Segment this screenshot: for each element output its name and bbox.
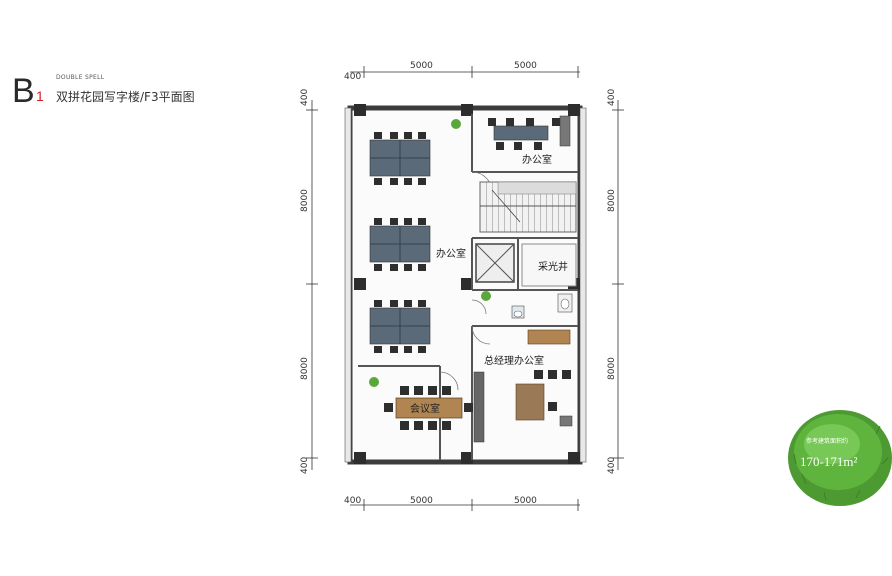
staircase xyxy=(479,181,577,233)
area-badge xyxy=(788,410,892,506)
workstation-cluster-1 xyxy=(369,132,431,185)
plan-title: 双拼花园写字楼/F3平面图 xyxy=(56,90,195,104)
dim-right-400-bottom: 400 xyxy=(607,457,617,474)
dim-left-400-bottom: 400 xyxy=(300,457,310,474)
dim-right-8000-top: 8000 xyxy=(607,189,617,212)
title-letter: B xyxy=(12,72,35,110)
dim-bottom-400: 400 xyxy=(344,496,361,506)
toilet xyxy=(511,293,573,319)
structural-columns xyxy=(354,104,580,464)
workstation-cluster-2 xyxy=(369,218,431,271)
meeting-room-furniture xyxy=(384,386,473,430)
title-subscript: 1 xyxy=(36,88,44,104)
dim-bottom-5000-a: 5000 xyxy=(410,496,433,506)
potted-plants xyxy=(369,119,491,387)
area-badge-value: 170-171m² xyxy=(800,454,858,469)
room-label-gm-office: 总经理办公室 xyxy=(484,354,544,367)
dim-right-8000-bottom: 8000 xyxy=(607,357,617,380)
area-badge-label: 参考建筑面积约 xyxy=(806,438,849,445)
dim-top-400: 400 xyxy=(344,72,361,82)
elevator xyxy=(475,243,515,283)
lightwell xyxy=(521,243,577,287)
title-kicker: DOUBLE SPELL xyxy=(56,74,105,81)
dim-left-8000-top: 8000 xyxy=(300,189,310,212)
dim-left-8000-bottom: 8000 xyxy=(300,357,310,380)
dim-top-5000-a: 5000 xyxy=(410,61,433,71)
room-label-lightwell: 采光井 xyxy=(538,260,568,273)
workstation-cluster-3 xyxy=(369,300,431,353)
room-label-office-center: 办公室 xyxy=(436,247,466,260)
room-label-office-top-right: 办公室 xyxy=(522,153,552,166)
room-label-meeting-room: 会议室 xyxy=(410,402,440,415)
dim-left-400-top: 400 xyxy=(300,89,310,106)
dim-top-5000-b: 5000 xyxy=(514,61,537,71)
dim-bottom-5000-b: 5000 xyxy=(514,496,537,506)
dimension-lines xyxy=(306,66,624,511)
dim-right-400-top: 400 xyxy=(607,89,617,106)
office-top-right-furniture xyxy=(488,115,571,150)
gm-office-furniture xyxy=(473,329,573,443)
